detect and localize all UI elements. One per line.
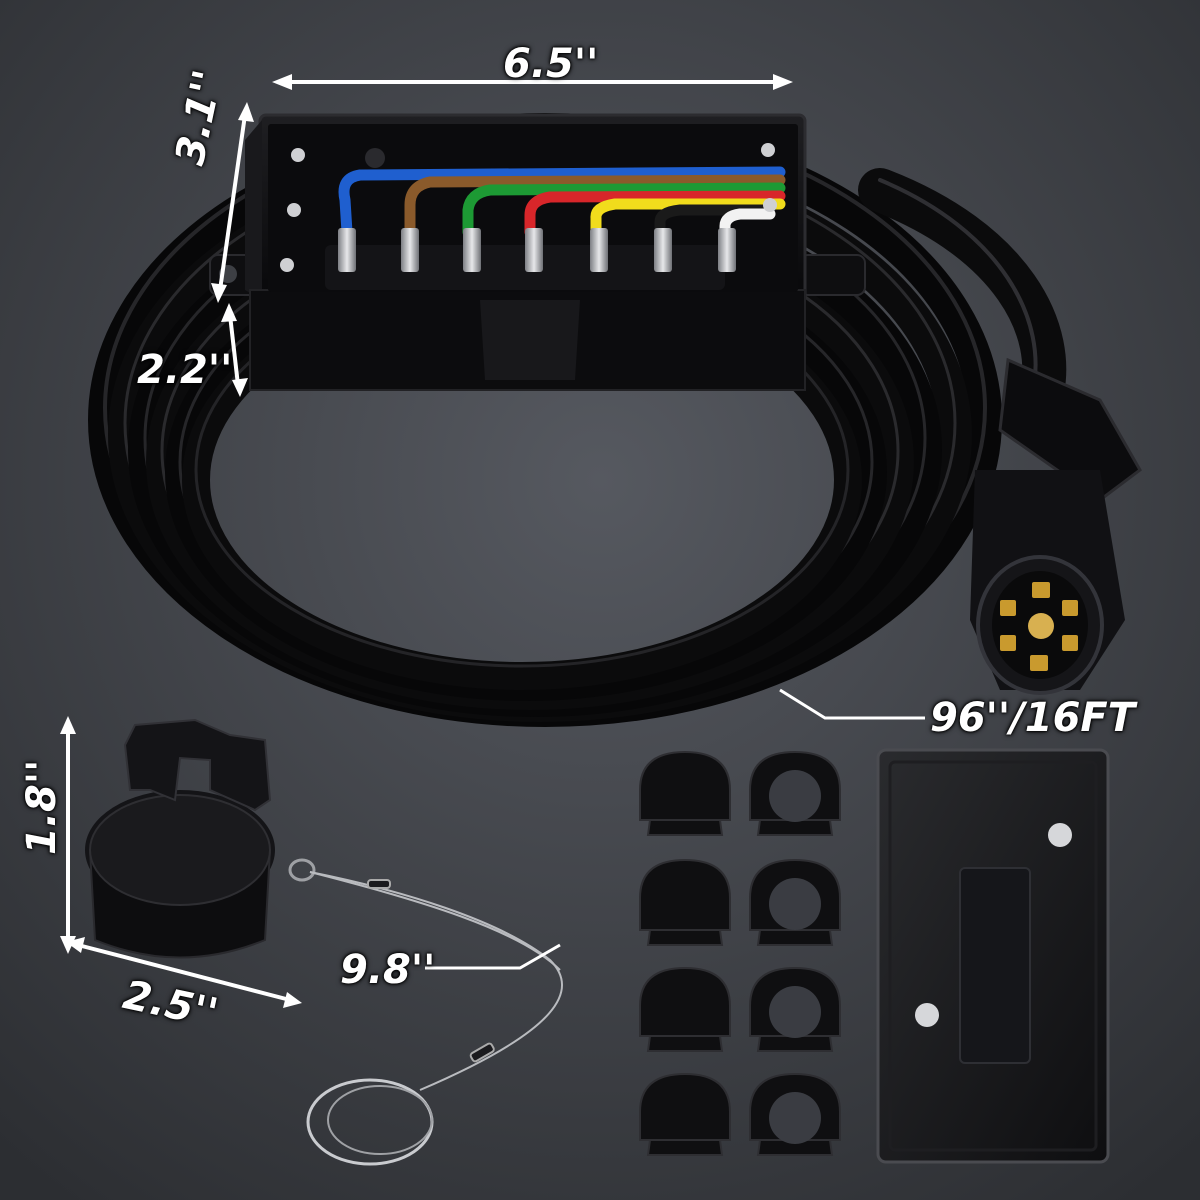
terminal-posts <box>325 228 736 290</box>
colored-wires <box>338 166 786 238</box>
cap-height-label: 1.8'' <box>19 759 65 855</box>
seven-way-plug <box>970 357 1142 695</box>
box-screws <box>280 143 777 272</box>
grommet-set <box>639 750 841 1156</box>
box-depth-label: 2.2'' <box>137 347 233 393</box>
plug-pins <box>1000 582 1078 671</box>
box-length-label: 6.5'' <box>503 41 599 87</box>
dust-cap <box>85 718 316 959</box>
dimension-lines <box>60 74 925 1008</box>
lanyard-length-label: 9.8'' <box>340 947 436 993</box>
cable-length-label: 96''/16FT <box>930 695 1136 741</box>
junction-box <box>209 113 866 391</box>
mounting-plate <box>876 748 1110 1164</box>
